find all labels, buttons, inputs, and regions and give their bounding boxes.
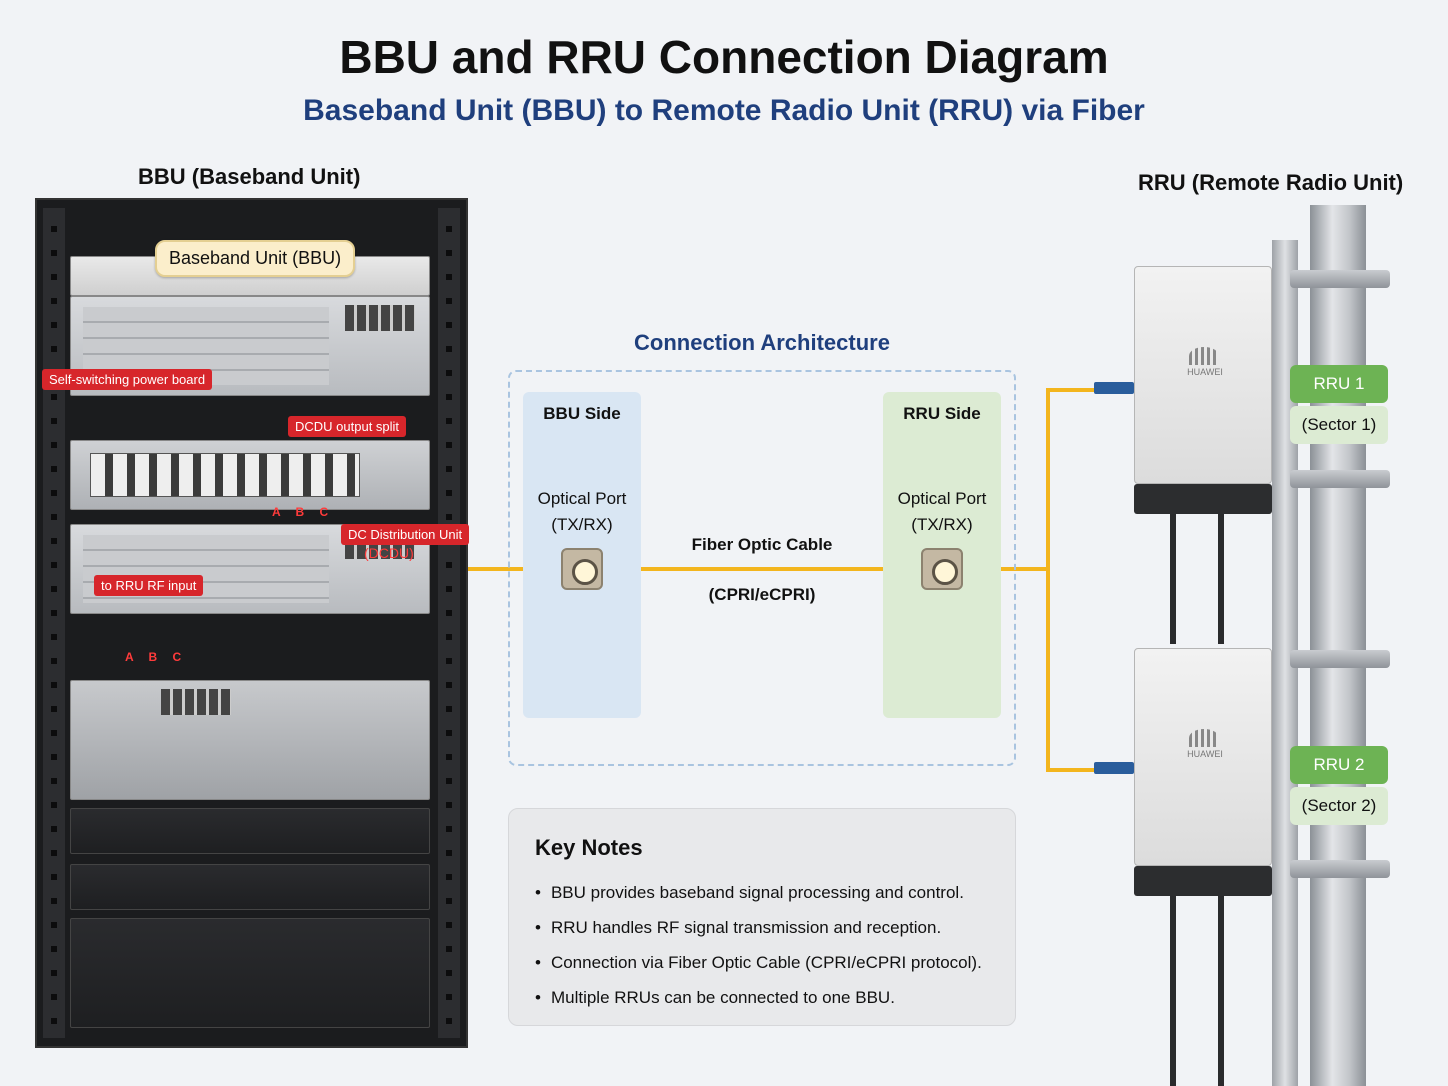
rru-1-sector: (Sector 1): [1290, 406, 1388, 444]
rf-input-annotation: to RRU RF input: [94, 575, 204, 596]
rru-1-cable: [1170, 514, 1176, 644]
architecture-title: Connection Architecture: [634, 330, 890, 355]
rru-2-cable: [1170, 896, 1176, 1086]
huawei-logo-icon: [1189, 729, 1219, 747]
pole-clamp: [1290, 270, 1390, 288]
rru-optical-port-icon: [921, 548, 963, 590]
bbu-side-title: BBU Side: [543, 404, 621, 423]
pole-clamp: [1290, 860, 1390, 878]
rru-1-brand: HUAWEI: [1187, 367, 1223, 377]
dcdu-breakers: [90, 453, 360, 497]
key-note-item: Connection via Fiber Optic Cable (CPRI/e…: [535, 945, 982, 980]
architecture-box: [508, 370, 1016, 766]
rack-rail-left: [43, 208, 65, 1038]
power-board-annotation: Self-switching power board: [42, 369, 213, 390]
rf-letters: A B C: [125, 650, 188, 664]
mast-pole: [1310, 205, 1366, 1086]
rru-2-brand: HUAWEI: [1187, 749, 1223, 759]
key-notes-list: BBU provides baseband signal processing …: [535, 875, 982, 1015]
rack-shelf-2: [70, 864, 430, 910]
rru-side-title: RRU Side: [903, 404, 981, 423]
bbu-optical-port-icon: [561, 548, 603, 590]
key-notes-panel: Key Notes BBU provides baseband signal p…: [508, 808, 1016, 1026]
bbu-tag-label: Baseband Unit (BBU): [155, 240, 356, 277]
page-subtitle: Baseband Unit (BBU) to Remote Radio Unit…: [303, 94, 1145, 127]
bbu-heading: BBU (Baseband Unit): [138, 164, 361, 189]
fiber-cable-label: Fiber Optic Cable: [691, 535, 833, 554]
dc-distribution-annotation: DC Distribution Unit: [341, 524, 470, 545]
fiber-cable-split: [1046, 390, 1050, 772]
rru-2-sector: (Sector 2): [1290, 787, 1388, 825]
pole-clamp: [1290, 470, 1390, 488]
rru-2-label: RRU 2: [1290, 746, 1388, 784]
key-notes-title: Key Notes: [535, 835, 643, 860]
dcdu-split-annotation: DCDU output split: [288, 416, 407, 437]
rru-heading: RRU (Remote Radio Unit): [1138, 170, 1404, 195]
rru-1-label: RRU 1: [1290, 365, 1388, 403]
rack-rail-right: [438, 208, 460, 1038]
rru-1-fiber-connector: [1094, 382, 1134, 394]
rru-2-cable: [1218, 896, 1224, 1086]
key-note-item: Multiple RRUs can be connected to one BB…: [535, 980, 982, 1015]
key-note-item: RRU handles RF signal transmission and r…: [535, 910, 982, 945]
fiber-cable-main: [468, 567, 1046, 571]
rack-unit-lower: [70, 680, 430, 800]
protocol-label: (CPRI/eCPRI): [708, 585, 816, 604]
rru-1-cable: [1218, 514, 1224, 644]
dcdu-letters: A B C: [272, 505, 335, 519]
rru-2-base: [1134, 866, 1272, 896]
rack-shelf-3: [70, 918, 430, 1028]
fiber-cable-rru1: [1046, 388, 1112, 392]
pole-clamp: [1290, 650, 1390, 668]
page-title: BBU and RRU Connection Diagram: [339, 31, 1109, 83]
rru-2-fiber-connector: [1094, 762, 1134, 774]
rack-shelf-1: [70, 808, 430, 854]
huawei-logo-icon: [1189, 347, 1219, 365]
rru-2-unit: HUAWEI: [1134, 648, 1272, 866]
bbu-port-label: Optical Port (TX/RX): [537, 489, 627, 534]
rru-1-base: [1134, 484, 1272, 514]
rru-port-label: Optical Port (TX/RX): [897, 489, 987, 534]
key-note-item: BBU provides baseband signal processing …: [535, 875, 982, 910]
fiber-cable-rru2: [1046, 768, 1112, 772]
dcdu-abbreviation: (DCDU): [364, 545, 414, 561]
rru-1-unit: HUAWEI: [1134, 266, 1272, 484]
